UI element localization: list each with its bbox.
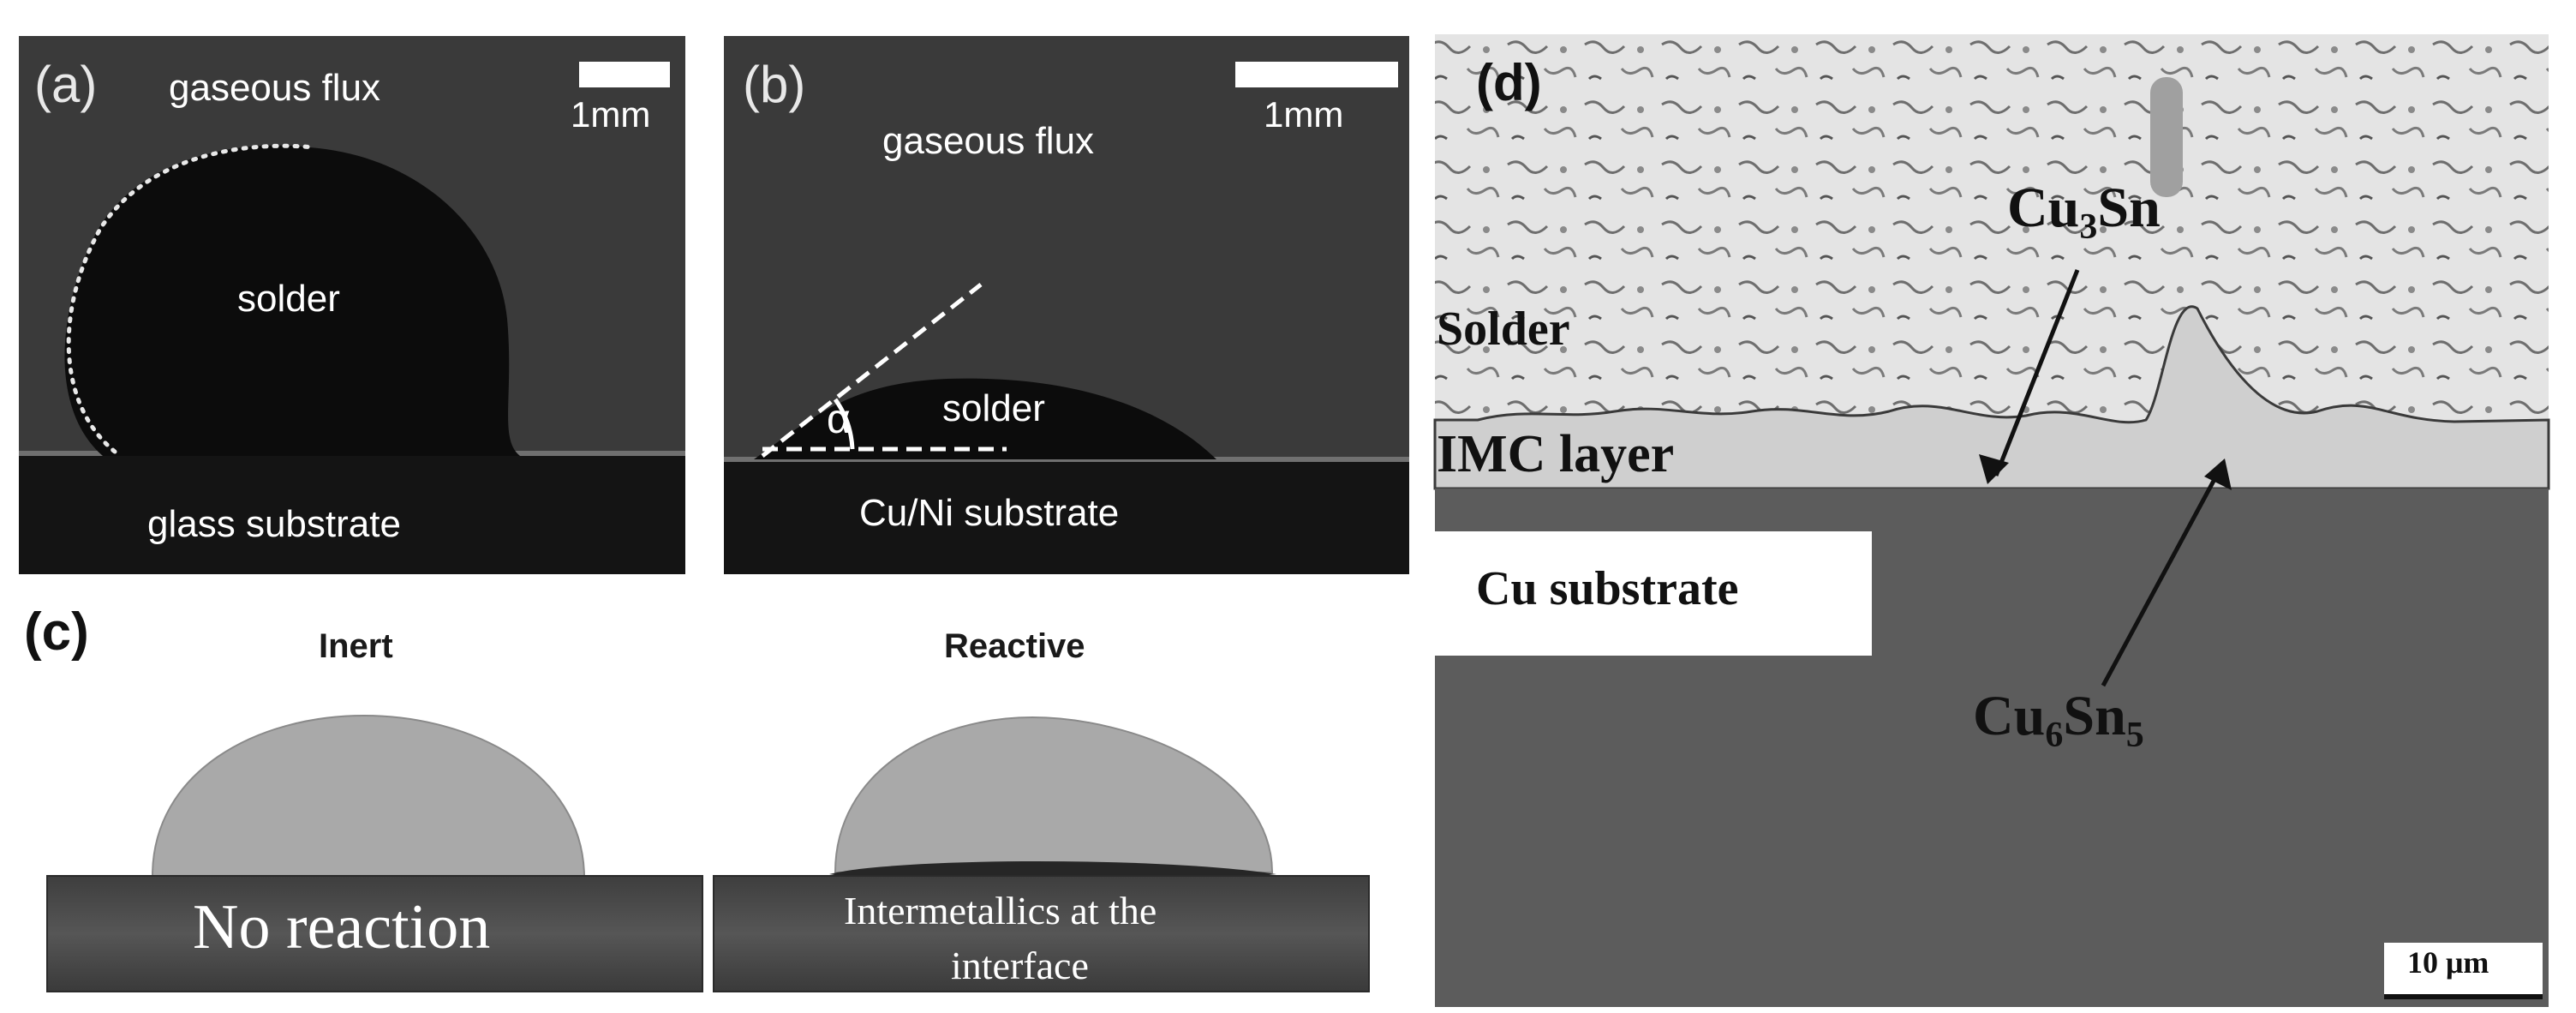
scale-bar-a — [579, 62, 670, 87]
imc-layer-label: IMC layer — [1437, 424, 1674, 485]
cu-ni-substrate-label: Cu/Ni substrate — [859, 492, 1119, 535]
solder-label-a: solder — [237, 278, 340, 321]
panel-a-letter: (a) — [34, 55, 97, 114]
reactive-drop — [835, 717, 1272, 872]
inert-drop — [152, 716, 584, 876]
no-reaction-label: No reaction — [193, 891, 490, 964]
solder-region — [1435, 34, 2549, 423]
gaseous-flux-label-b: gaseous flux — [882, 120, 1094, 163]
scale-label-a: 1mm — [571, 94, 650, 135]
cu6sn5-label: Cu6Sn5 — [1973, 684, 2144, 756]
panel-d-letter: (d) — [1476, 53, 1542, 112]
cu-substrate-label: Cu substrate — [1476, 561, 1738, 616]
solder-label-b: solder — [942, 387, 1045, 430]
solder-label-d: Solder — [1437, 302, 1570, 357]
panel-d: (d) Solder IMC layer Cu substrate Cu3Sn … — [1426, 34, 2557, 1011]
panel-a: (a) gaseous flux 1mm solder glass substr… — [19, 36, 685, 574]
intermetallics-label-line2: interface — [951, 943, 1089, 988]
panel-b-letter: (b) — [743, 55, 805, 114]
cu3sn-label: Cu3Sn — [2007, 176, 2161, 248]
panel-b: (b) 1mm gaseous flux α solder Cu/Ni subs… — [724, 36, 1409, 574]
scale-label-b: 1mm — [1264, 94, 1343, 135]
gaseous-flux-label-a: gaseous flux — [169, 67, 380, 110]
glass-substrate-label: glass substrate — [147, 503, 401, 546]
scale-label-d: 10 μm — [2407, 944, 2489, 980]
intermetallics-label-line1: Intermetallics at the — [844, 888, 1157, 933]
panel-c: (c) Inert Reactive No reaction Intermeta… — [0, 591, 1414, 1013]
contact-angle-symbol: α — [827, 396, 851, 443]
scale-bar-b — [1235, 62, 1398, 87]
panel-d-drawing — [1426, 34, 2557, 1011]
